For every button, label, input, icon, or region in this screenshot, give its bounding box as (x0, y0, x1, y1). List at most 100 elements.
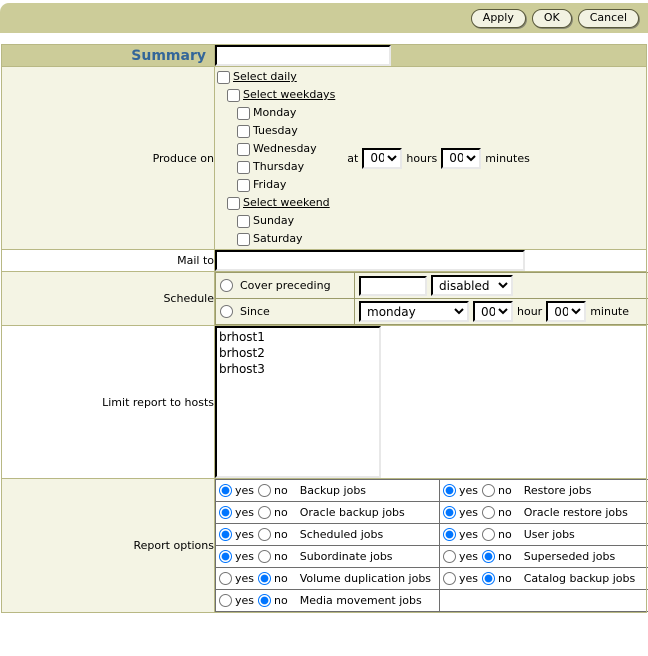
cancel-button[interactable]: Cancel (578, 9, 639, 28)
ok-button[interactable]: OK (532, 9, 572, 28)
apply-button[interactable]: Apply (471, 9, 526, 28)
toolbar: Apply OK Cancel (0, 3, 648, 33)
report-option-radio-yes[interactable] (219, 506, 232, 519)
cover-preceding-label: Cover preceding (240, 279, 331, 292)
produce-on-item-label: Saturday (253, 230, 303, 248)
cover-preceding-radio[interactable] (220, 279, 233, 292)
report-option-radio-yes[interactable] (219, 572, 232, 585)
produce-on-checkbox-5[interactable] (237, 161, 250, 174)
host-list-item[interactable]: brhost3 (219, 361, 379, 377)
report-option-yes-label: yes (459, 506, 478, 519)
report-option-radio-yes[interactable] (443, 506, 456, 519)
report-option-radio-no[interactable] (482, 528, 495, 541)
report-option-name: Scheduled jobs (300, 528, 384, 541)
report-option-radio-no[interactable] (482, 506, 495, 519)
summary-label: Summary (2, 45, 215, 67)
report-option-radio-yes[interactable] (219, 484, 232, 497)
produce-on-item-label[interactable]: Select daily (233, 68, 297, 86)
since-minute-label: minute (590, 305, 629, 318)
produce-hours-select[interactable]: 00 (362, 148, 402, 169)
produce-on-item-label: Sunday (253, 212, 294, 230)
report-option-radio-no[interactable] (482, 484, 495, 497)
cover-preceding-radio-cell[interactable]: Cover preceding (216, 273, 355, 299)
since-day-select[interactable]: monday (359, 301, 469, 322)
report-option-name: Subordinate jobs (300, 550, 393, 563)
produce-on-label: Produce on (2, 67, 215, 250)
report-option-radio-no[interactable] (258, 594, 271, 607)
produce-on-checkbox-2[interactable] (237, 107, 250, 120)
since-value-cell: monday 00 hour 00 minute (355, 299, 648, 325)
host-list-item[interactable]: brhost2 (219, 345, 379, 361)
report-option-yes-label: yes (235, 528, 254, 541)
report-option-radio-no[interactable] (258, 484, 271, 497)
since-radio[interactable] (220, 305, 233, 318)
produce-on-item: Monday (217, 104, 335, 122)
produce-on-item: Friday (217, 176, 335, 194)
produce-on-checkbox-6[interactable] (237, 179, 250, 192)
since-radio-cell[interactable]: Since (216, 299, 355, 325)
report-option-radio-yes[interactable] (219, 528, 232, 541)
cover-preceding-unit-select[interactable]: disabled (431, 275, 513, 296)
report-option-radio-yes[interactable] (443, 528, 456, 541)
report-option-no-label: no (274, 484, 288, 497)
produce-on-item-label: Tuesday (253, 122, 298, 140)
report-option-empty-cell (440, 590, 648, 612)
row-mail-to: Mail to (2, 250, 647, 272)
report-option-no-label: no (498, 572, 512, 585)
produce-on-checkbox-0[interactable] (217, 71, 230, 84)
produce-on-item-label: Wednesday (253, 140, 317, 158)
report-option-radio-no[interactable] (258, 572, 271, 585)
host-list-item[interactable]: brhost1 (219, 329, 379, 345)
report-option-radio-no[interactable] (482, 572, 495, 585)
report-option-no-label: no (274, 506, 288, 519)
produce-on-checkbox-8[interactable] (237, 215, 250, 228)
at-label: at (347, 152, 358, 165)
since-minute-select[interactable]: 00 (546, 301, 586, 322)
produce-on-checkbox-4[interactable] (237, 143, 250, 156)
produce-on-item: Sunday (217, 212, 335, 230)
hours-label: hours (406, 152, 437, 165)
produce-on-checkbox-7[interactable] (227, 197, 240, 210)
since-hour-label: hour (517, 305, 542, 318)
produce-on-item: Tuesday (217, 122, 335, 140)
report-option-name: Volume duplication jobs (300, 572, 431, 585)
produce-on-item-label[interactable]: Select weekdays (243, 86, 335, 104)
report-option-radio-no[interactable] (482, 550, 495, 563)
produce-on-item-label[interactable]: Select weekend (243, 194, 330, 212)
report-option-radio-no[interactable] (258, 550, 271, 563)
report-option-radio-no[interactable] (258, 528, 271, 541)
report-option-radio-yes[interactable] (443, 484, 456, 497)
toolbar-button-group: Apply OK Cancel (465, 9, 639, 28)
mail-to-input[interactable] (215, 250, 525, 271)
report-option-yes-label: yes (235, 506, 254, 519)
summary-input[interactable] (215, 45, 391, 66)
report-option-radio-no[interactable] (258, 506, 271, 519)
cover-preceding-amount-input[interactable] (359, 276, 427, 296)
report-option-radio-yes[interactable] (443, 572, 456, 585)
schedule-row-cover-preceding: Cover preceding disabled (216, 273, 648, 299)
since-hour-select[interactable]: 00 (473, 301, 513, 322)
report-option-radio-yes[interactable] (219, 550, 232, 563)
produce-on-item-label: Monday (253, 104, 296, 122)
summary-field-cell (215, 45, 647, 67)
report-option-radio-yes[interactable] (219, 594, 232, 607)
produce-minutes-select[interactable]: 00 (441, 148, 481, 169)
report-options-label: Report options (2, 479, 215, 613)
report-option-no-label: no (274, 572, 288, 585)
report-option-radio-yes[interactable] (443, 550, 456, 563)
produce-on-checkbox-9[interactable] (237, 233, 250, 246)
produce-on-checkbox-1[interactable] (227, 89, 240, 102)
report-option-yes-label: yes (235, 594, 254, 607)
report-option-yes-label: yes (459, 528, 478, 541)
produce-on-checkbox-3[interactable] (237, 125, 250, 138)
report-option-no-label: no (498, 506, 512, 519)
